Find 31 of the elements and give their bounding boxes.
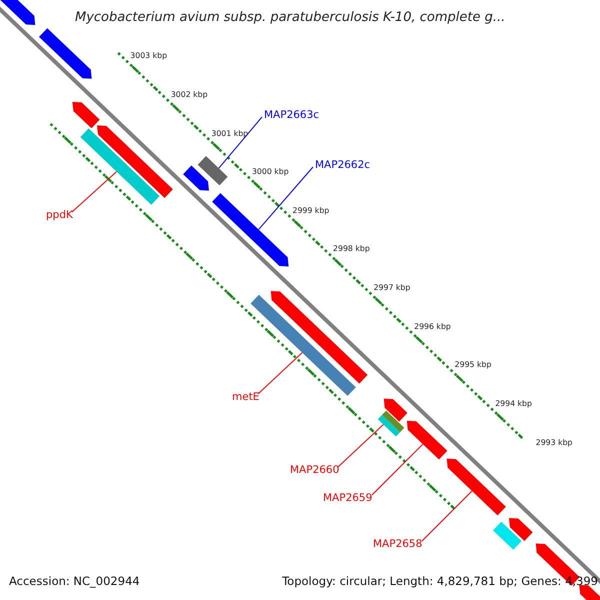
gene-feature (72, 102, 100, 128)
gene-feature (270, 291, 368, 384)
gene-label: ppdK (46, 210, 73, 220)
leader-line (218, 116, 262, 169)
gene-label: MAP2662c (315, 160, 370, 170)
gene-feature (509, 518, 533, 541)
leader-line (258, 166, 314, 230)
gene-feature (406, 420, 448, 460)
gene-label: MAP2660 (290, 465, 340, 476)
gene-bar (378, 410, 404, 436)
leader-line (372, 444, 424, 496)
map-title: Mycobacterium avium subsp. paratuberculosis K-10, complete g... (75, 11, 506, 24)
leader-line (72, 171, 118, 212)
gene-feature (183, 166, 209, 191)
gene-label: metE (232, 392, 260, 402)
gene-feature (446, 458, 506, 516)
gene-bar (493, 522, 522, 550)
gene-label: MAP2658 (373, 539, 422, 550)
gene-feature (384, 398, 408, 422)
leader-line (422, 490, 472, 542)
gene-bar (198, 156, 228, 186)
accession-text: Accession: NC_002944 (9, 576, 140, 588)
gene-label: MAP2663c (264, 110, 320, 120)
gene-feature (0, 0, 36, 25)
gene-feature (212, 193, 289, 266)
gene-feature (579, 584, 600, 600)
gene-label: MAP2659 (323, 493, 372, 504)
gene-feature (39, 28, 92, 79)
leader-line (258, 352, 303, 394)
gene-feature (97, 125, 173, 198)
gene-bar (80, 128, 160, 205)
